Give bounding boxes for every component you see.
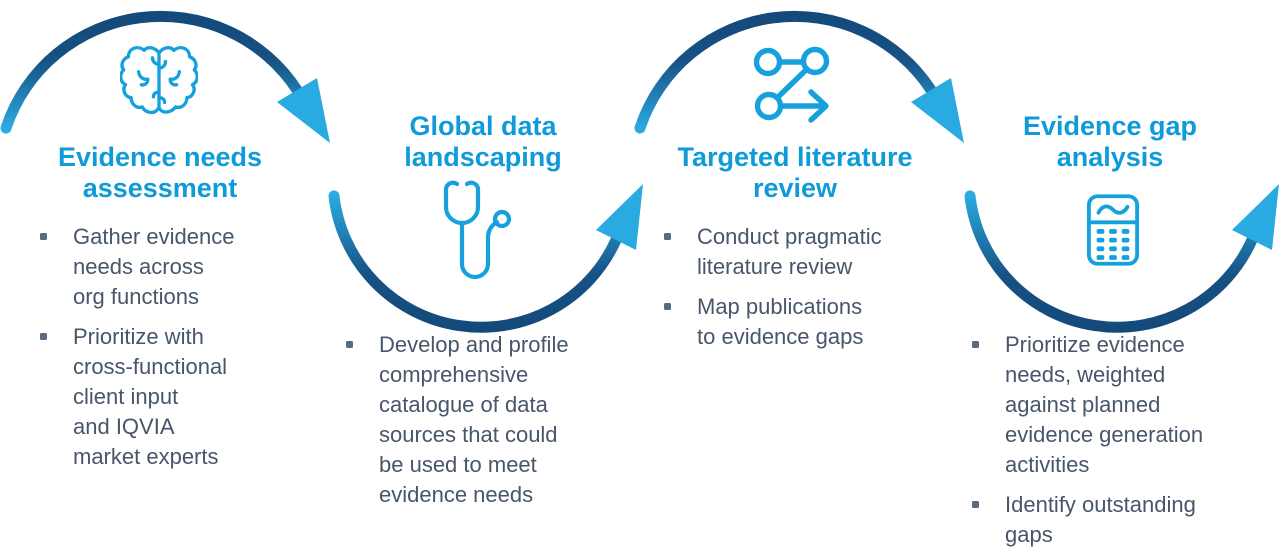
- list-item: Map publications to evidence gaps: [662, 292, 942, 352]
- arc-path: [634, 10, 937, 134]
- bullet-text: Conduct pragmatic literature review: [697, 224, 882, 279]
- list-item: Develop and profile comprehensive catalo…: [344, 330, 624, 510]
- brain-branch: [157, 59, 168, 70]
- arc-arrow-4: [964, 184, 1279, 333]
- bullet-text: Identify outstanding gaps: [1005, 492, 1196, 547]
- stethoscope-icon: [443, 180, 512, 280]
- bullet-marker: [972, 501, 979, 508]
- bullet-text: Develop and profile comprehensive catalo…: [379, 332, 569, 507]
- bullet-list: Gather evidence needs across org functio…: [38, 222, 288, 482]
- calculator-icon: [1086, 194, 1140, 266]
- brain-outline: [120, 46, 198, 115]
- step-title-targeted-literature-review: Targeted literature review: [677, 142, 913, 203]
- bullet-marker: [664, 303, 671, 310]
- stethoscope-chestpiece: [492, 209, 512, 229]
- bullet-marker: [664, 233, 671, 240]
- step-title-evidence-gap-analysis: Evidence gap analysis: [1022, 111, 1198, 172]
- connector-line: [774, 66, 810, 101]
- arrowhead-icon: [911, 78, 964, 143]
- brain-fold: [168, 70, 182, 87]
- brain-branch: [150, 56, 161, 66]
- bullet-marker: [40, 233, 47, 240]
- bullet-text: Gather evidence needs across org functio…: [73, 224, 235, 309]
- arc-arrow-2: [328, 184, 643, 333]
- brain-fold: [136, 70, 150, 87]
- bullet-marker: [972, 341, 979, 348]
- calculator-wave: [1096, 204, 1130, 215]
- bullet-text: Prioritize evidence needs, weighted agai…: [1005, 332, 1204, 477]
- brain-branch: [157, 96, 167, 105]
- arrow-chevron: [808, 89, 829, 123]
- arc-path: [328, 190, 622, 333]
- bullet-marker: [346, 341, 353, 348]
- calculator-keys: [1096, 229, 1130, 260]
- arc-arrow-1: [0, 10, 330, 143]
- bullet-text: Map publications to evidence gaps: [697, 294, 864, 349]
- step-title-evidence-needs-assessment: Evidence needs assessment: [57, 142, 263, 203]
- stethoscope-binaural: [443, 180, 481, 226]
- arc-path: [964, 190, 1258, 333]
- brain-branch: [151, 90, 161, 99]
- list-item: Prioritize evidence needs, weighted agai…: [970, 330, 1270, 480]
- node-circle: [753, 47, 783, 77]
- arrowhead-icon: [596, 184, 643, 250]
- bullet-list: Conduct pragmatic literature review Map …: [662, 222, 942, 362]
- stethoscope-tube: [459, 219, 500, 280]
- arrowhead-icon: [277, 78, 330, 143]
- list-item: Identify outstanding gaps: [970, 490, 1270, 550]
- list-item: Gather evidence needs across org functio…: [38, 222, 288, 312]
- arrowhead-icon: [1232, 184, 1279, 250]
- bullet-text: Prioritize with cross-functional client …: [73, 324, 228, 469]
- brain-icon: [120, 46, 198, 115]
- bullet-list: Develop and profile comprehensive catalo…: [344, 330, 624, 520]
- arc-arrow-3: [634, 10, 964, 143]
- bullet-marker: [40, 333, 47, 340]
- bullet-list: Prioritize evidence needs, weighted agai…: [970, 330, 1270, 557]
- list-item: Prioritize with cross-functional client …: [38, 322, 288, 472]
- calculator-body: [1086, 194, 1140, 266]
- arc-path: [0, 10, 303, 134]
- flow-network-icon: [753, 46, 830, 123]
- step-title-global-data-landscaping: Global data landscaping: [404, 111, 562, 172]
- list-item: Conduct pragmatic literature review: [662, 222, 942, 282]
